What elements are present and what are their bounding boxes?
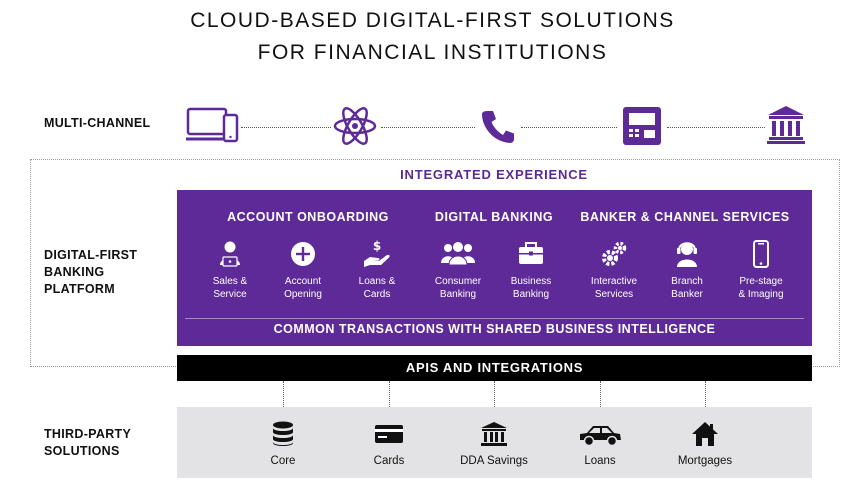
platform-item-sales-service: Sales & Service — [190, 239, 270, 301]
third-party-item-loans: Loans — [550, 421, 650, 467]
third-party-panel — [177, 407, 812, 478]
laptop-phone-icon — [186, 106, 239, 146]
channel-connector — [381, 127, 475, 128]
person-laptop-icon — [220, 241, 240, 267]
bank-icon — [766, 105, 816, 145]
api-connector — [389, 381, 390, 407]
api-connector — [494, 381, 495, 407]
channel-connector — [521, 127, 617, 128]
platform-item-consumer-banking: Consumer Banking — [418, 239, 498, 301]
third-party-item-mortgages: Mortgages — [655, 421, 755, 467]
phone-icon — [478, 108, 528, 148]
bank-icon — [481, 422, 507, 446]
platform-divider — [185, 318, 804, 319]
smartphone-icon — [753, 240, 769, 268]
platform-item-label: Branch Banker — [671, 276, 703, 300]
apis-integrations-bar: APIS AND INTEGRATIONS — [177, 355, 812, 381]
hand-dollar-icon: $ — [364, 239, 390, 267]
channel-connector — [667, 127, 765, 128]
credit-card-icon — [375, 425, 403, 443]
platform-item-label: Account Opening — [284, 276, 322, 300]
database-icon — [273, 421, 293, 446]
platform-item-label: Loans & Cards — [358, 276, 396, 300]
group-account-onboarding: ACCOUNT ONBOARDING — [227, 210, 389, 224]
platform-item-business-banking: Business Banking — [491, 239, 571, 301]
svg-text:$: $ — [373, 239, 381, 253]
api-connector — [283, 381, 284, 407]
plus-circle-icon — [291, 242, 315, 266]
platform-item-label: Interactive Services — [590, 276, 638, 300]
atom-icon — [332, 106, 382, 146]
platform-label: DIGITAL-FIRST BANKING PLATFORM — [44, 248, 138, 296]
platform-item-loans-cards: $ Loans & Cards — [337, 239, 417, 301]
platform-item-label: Business Banking — [510, 276, 552, 300]
platform-item-label: Sales & Service — [212, 276, 248, 300]
third-party-item-label: Cards — [373, 455, 405, 467]
atm-icon — [621, 106, 671, 146]
group-digital-banking: DIGITAL BANKING — [434, 210, 554, 224]
third-party-item-label: DDA Savings — [460, 455, 528, 467]
headset-icon — [677, 242, 697, 267]
platform-item-interactive-services: Interactive Services — [574, 239, 654, 301]
third-party-item-core: Core — [233, 421, 333, 467]
title-line-1: CLOUD-BASED DIGITAL-FIRST SOLUTIONS — [190, 9, 675, 32]
multi-channel-label: MULTI-CHANNEL — [44, 116, 151, 130]
channel-connector — [241, 127, 331, 128]
platform-item-label: Consumer Banking — [434, 276, 482, 300]
platform-item-label: Pre-stage & Imaging — [738, 276, 784, 300]
house-icon — [692, 422, 718, 446]
third-party-item-dda-savings: DDA Savings — [444, 421, 544, 467]
integrated-experience-label: INTEGRATED EXPERIENCE — [400, 167, 588, 182]
api-connector — [600, 381, 601, 407]
briefcase-icon — [519, 242, 543, 264]
common-transactions-label: COMMON TRANSACTIONS WITH SHARED BUSINESS… — [273, 322, 716, 336]
third-party-item-label: Loans — [584, 455, 616, 467]
people-group-icon — [441, 242, 475, 266]
third-party-item-cards: Cards — [339, 421, 439, 467]
title-line-2: FOR FINANCIAL INSTITUTIONS — [257, 41, 608, 64]
third-party-label: THIRD-PARTY SOLUTIONS — [44, 427, 132, 458]
group-banker-channel: BANKER & CHANNEL SERVICES — [580, 210, 790, 224]
third-party-item-label: Core — [270, 455, 296, 467]
platform-panel — [177, 190, 812, 346]
gears-icon — [602, 241, 627, 266]
api-connector — [705, 381, 706, 407]
car-icon — [580, 426, 621, 447]
third-party-item-label: Mortgages — [677, 455, 733, 467]
platform-item-branch-banker: Branch Banker — [647, 239, 727, 301]
platform-item-pre-stage-imaging: Pre-stage & Imaging — [721, 239, 801, 301]
platform-item-account-opening: Account Opening — [263, 239, 343, 301]
